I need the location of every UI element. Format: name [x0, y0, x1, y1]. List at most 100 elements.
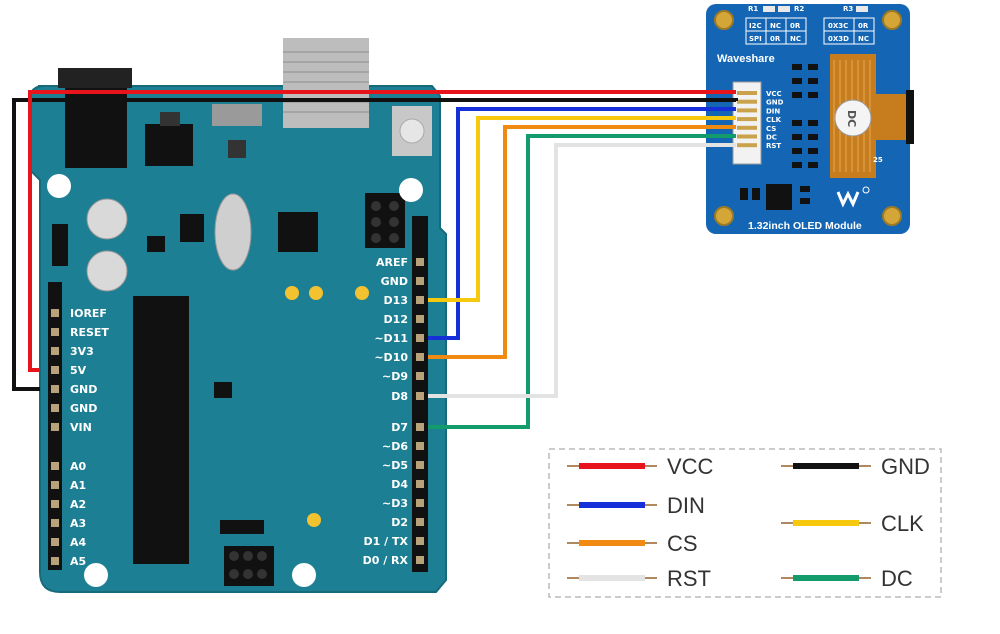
- header-pin: [416, 461, 424, 469]
- left-pin-label: A0: [70, 460, 87, 473]
- header-pin: [416, 296, 424, 304]
- left-pin-label: A5: [70, 555, 86, 568]
- oled-pin: [737, 99, 757, 104]
- header-pin: [416, 518, 424, 526]
- legend-box: [548, 448, 942, 598]
- right-pin-label: D12: [384, 313, 408, 326]
- mount-hole: [399, 178, 423, 202]
- oled-pin: [737, 108, 757, 113]
- header-pin: [51, 385, 59, 393]
- header-pin: [416, 277, 424, 285]
- header-pin: [416, 334, 424, 342]
- legend-label: VCC: [667, 454, 714, 479]
- oled-pin: [737, 143, 757, 148]
- header-pin: [51, 481, 59, 489]
- header-pin: [51, 500, 59, 508]
- header-pin: [416, 392, 424, 400]
- right-pin-labels: AREFGNDD13D12~D11~D10~D9D8D7~D6~D5D4~D3D…: [363, 256, 424, 567]
- oled-pin-label: DC: [766, 134, 777, 142]
- wire-clk: [428, 116, 736, 302]
- left-pin-label: A3: [70, 517, 86, 530]
- oled-pin-label: CLK: [766, 116, 782, 124]
- sel-cell: 0R: [790, 22, 801, 30]
- right-pin-label: D1 / TX: [364, 535, 409, 548]
- wires: [12, 90, 738, 429]
- sel-cell: NC: [790, 35, 801, 43]
- left-pin-label: RESET: [70, 326, 109, 339]
- legend-label: DC: [881, 566, 913, 591]
- r3-label: R3: [843, 5, 853, 13]
- legend-label: RST: [667, 566, 711, 591]
- pin25-label: 25: [873, 156, 883, 164]
- left-pin-label: A1: [70, 479, 86, 492]
- right-pin-label: D7: [391, 421, 408, 434]
- header-pin: [416, 353, 424, 361]
- wire-dc: [428, 134, 736, 429]
- oled-pin-label: CS: [766, 125, 776, 133]
- header-pin: [51, 328, 59, 336]
- right-pin-label: ~D6: [382, 440, 408, 453]
- oled-pin-label: VCC: [766, 90, 782, 98]
- header-pin: [51, 538, 59, 546]
- header-pin: [51, 462, 59, 470]
- header-pin: [416, 423, 424, 431]
- right-pin-label: ~D3: [382, 497, 408, 510]
- power-jack: [58, 68, 132, 88]
- header-pin: [416, 480, 424, 488]
- sel-cell: NC: [858, 35, 869, 43]
- sel-cell: I2C: [749, 22, 762, 30]
- header-pin: [416, 258, 424, 266]
- header-pin: [51, 519, 59, 527]
- wire-gnd: [12, 98, 738, 391]
- r2-label: R2: [794, 5, 804, 13]
- header-pin: [416, 537, 424, 545]
- left-pin-label: VIN: [70, 421, 92, 434]
- right-pin-label: GND: [381, 275, 408, 288]
- oled-module: R1 R2 R3 I2C NC 0R SPI 0R NC 0X3C 0R 0X3…: [706, 4, 914, 234]
- header-pin: [416, 499, 424, 507]
- right-pin-label: ~D11: [374, 332, 408, 345]
- right-pin-label: ~D5: [382, 459, 408, 472]
- atmega-chip: [133, 296, 189, 564]
- header-pin: [51, 347, 59, 355]
- sel-cell: 0R: [858, 22, 869, 30]
- right-pin-label: AREF: [376, 256, 408, 269]
- crystal: [214, 193, 252, 271]
- legend-label: DIN: [667, 493, 705, 518]
- sel-cell: SPI: [749, 35, 762, 43]
- header-pin: [51, 557, 59, 565]
- left-pin-label: 3V3: [70, 345, 94, 358]
- waveshare-logo-icon: [836, 190, 860, 208]
- right-pin-label: D0 / RX: [363, 554, 409, 567]
- sel-cell: 0X3C: [828, 22, 848, 30]
- oled-pin: [737, 134, 757, 139]
- arduino-board: [29, 38, 447, 593]
- mount-hole: [47, 174, 71, 198]
- sel-cell: NC: [770, 22, 781, 30]
- left-pin-label: A2: [70, 498, 86, 511]
- fpc-marker: [834, 99, 872, 137]
- right-pin-label: D13: [384, 294, 408, 307]
- header-pin: [51, 309, 59, 317]
- header-pin: [51, 423, 59, 431]
- right-pin-label: D4: [391, 478, 408, 491]
- oled-brand: Waveshare: [717, 53, 775, 65]
- left-pin-label: GND: [70, 402, 97, 415]
- oled-pin: [737, 117, 757, 122]
- right-pin-label: D2: [391, 516, 408, 529]
- header-pin: [416, 315, 424, 323]
- oled-chip: [766, 184, 792, 210]
- legend-label: CLK: [881, 511, 924, 536]
- header-pin: [416, 372, 424, 380]
- wire-din: [428, 107, 736, 340]
- wire-rst: [428, 143, 736, 398]
- left-pin-label: A4: [70, 536, 87, 549]
- sel-cell: 0X3D: [828, 35, 849, 43]
- mount-hole: [292, 563, 316, 587]
- right-pin-label: ~D10: [374, 351, 408, 364]
- header-pin: [416, 556, 424, 564]
